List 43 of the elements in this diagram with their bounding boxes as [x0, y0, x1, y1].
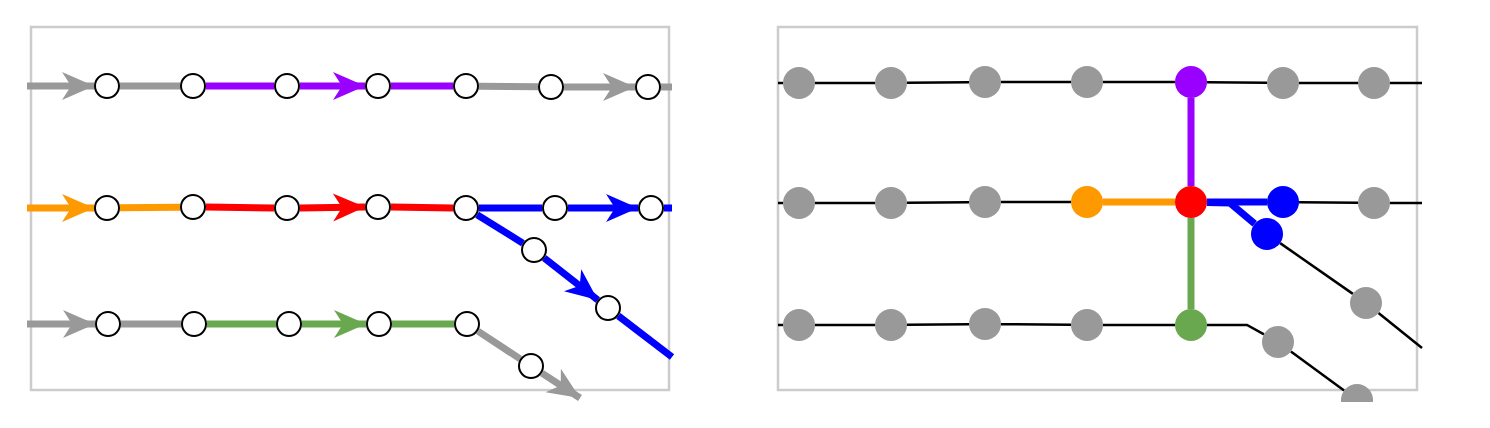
line-segment — [121, 320, 181, 328]
line-segment — [1207, 80, 1267, 85]
line-segment — [392, 320, 454, 328]
line-segment — [815, 323, 875, 327]
line-segment — [815, 81, 875, 85]
line-segment — [1103, 198, 1175, 206]
line-segment — [120, 82, 180, 90]
line-segment — [119, 203, 181, 212]
line-segment — [1290, 350, 1345, 392]
line-segment — [478, 82, 539, 91]
line-segment — [1279, 242, 1354, 295]
line-segment — [1187, 98, 1195, 186]
line-segment — [1299, 200, 1358, 205]
line-segment — [1377, 312, 1423, 349]
line-segment — [390, 203, 454, 212]
line-segment — [1390, 81, 1422, 85]
arrow — [302, 310, 366, 338]
line-segment — [206, 82, 274, 90]
line-segment — [1001, 80, 1071, 84]
line-segment — [207, 320, 276, 328]
line-segment — [1207, 323, 1265, 336]
line-segment — [1390, 201, 1422, 205]
line-segment — [479, 204, 542, 212]
line-segment — [1103, 80, 1175, 84]
line-segment — [1299, 81, 1358, 85]
arrow — [564, 73, 635, 101]
arrow — [300, 72, 365, 100]
arrow — [568, 194, 638, 222]
line-segment — [907, 200, 969, 205]
line-segment — [391, 82, 453, 90]
line-segment — [1001, 200, 1071, 204]
arrow — [542, 255, 600, 303]
line-segment — [1206, 198, 1257, 227]
line-segment — [1187, 218, 1195, 309]
line-segment — [1001, 322, 1071, 327]
line-segment — [907, 322, 969, 327]
line-segment — [1103, 323, 1175, 327]
line-segment — [907, 80, 969, 85]
arrow — [299, 193, 366, 222]
line-segment — [205, 203, 275, 212]
line-segment — [815, 201, 875, 205]
line-segment — [616, 313, 675, 360]
arrow — [540, 368, 582, 401]
